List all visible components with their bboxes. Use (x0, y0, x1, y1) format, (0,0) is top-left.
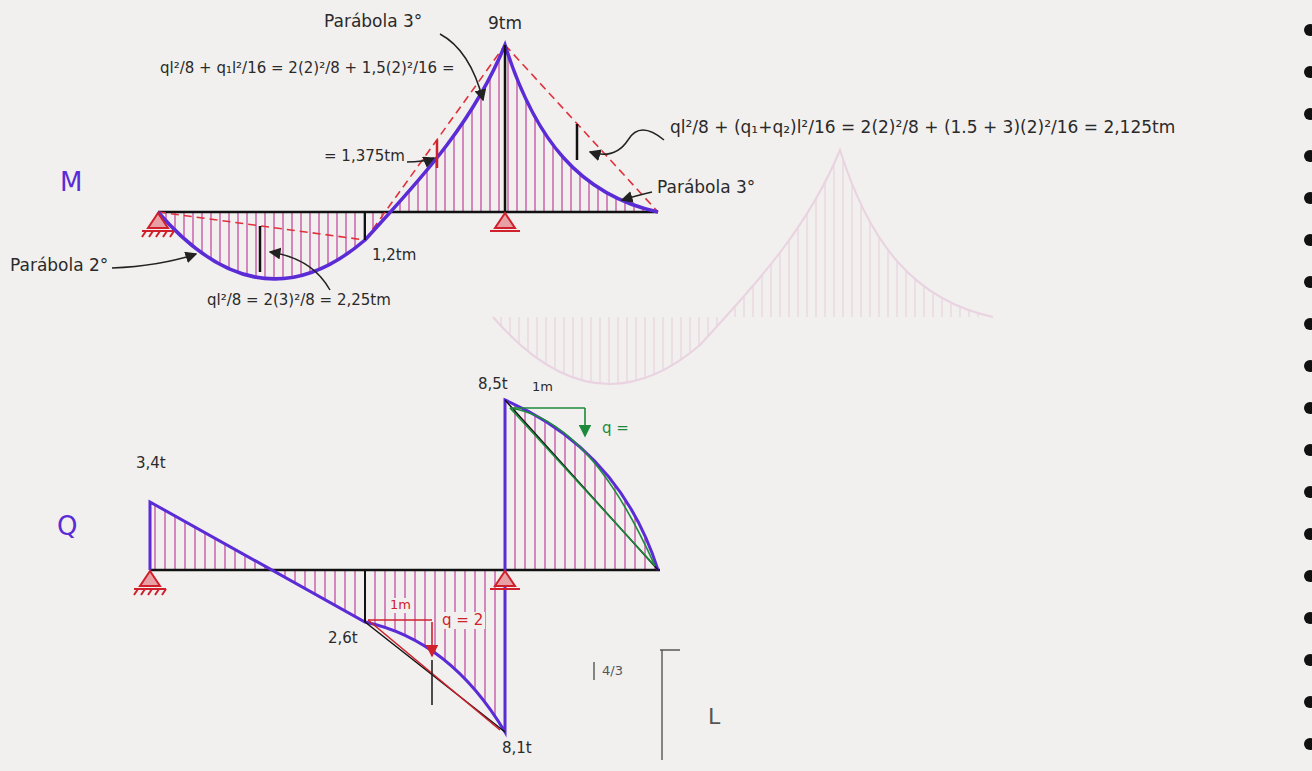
curve-note: Parábola 3° (655, 178, 757, 198)
pin-support (142, 213, 520, 237)
moment-value: = 1,375tm (322, 148, 407, 165)
ordinate (364, 212, 366, 240)
shear-chords (365, 400, 658, 732)
cubic-sag (436, 140, 439, 168)
shear-hatch (150, 502, 505, 732)
formula: ql²/8 + (q₁+q₂)l²/16 = 2(2)²/8 + (1.5 + … (668, 118, 1177, 138)
formula: ql²/8 + q₁l²/16 = 2(2)²/8 + 1,5(2)²/16 = (158, 60, 456, 77)
load-sketch (368, 620, 500, 730)
shear-value: 2,6t (326, 630, 360, 647)
leader-lines (112, 34, 664, 290)
moment-hatch (158, 45, 658, 279)
formula: ql²/8 = 2(3)²/8 = 2,25tm (205, 292, 393, 309)
load-note: q = (600, 420, 631, 437)
parabola-sag (259, 226, 262, 272)
moment-value: 9tm (486, 14, 524, 34)
beam-axis (150, 569, 660, 572)
beam-axis (158, 211, 658, 214)
shear-curve (150, 400, 658, 732)
diagram-title: Q (55, 512, 79, 542)
curve-note: Parábola 3° (322, 12, 424, 32)
diagram-title: M (58, 168, 84, 198)
shear-value: 8,5t (476, 376, 510, 393)
scribble-note: L (706, 704, 722, 729)
chord-lines (158, 45, 658, 240)
length-note: 1m (388, 598, 413, 613)
cubic-sag (576, 124, 579, 160)
moment-curve (158, 45, 658, 279)
max-moment-line (504, 45, 507, 212)
pin-support (134, 571, 520, 595)
moment-value: 1,2tm (370, 247, 418, 264)
curve-note: Parábola 2° (8, 256, 110, 276)
load-sketch (510, 408, 655, 566)
shear-hatch (505, 400, 658, 570)
load-note: q = 2 (440, 612, 485, 629)
length-note: 1m (530, 380, 555, 395)
notebook-holes (1304, 24, 1312, 750)
scribble-note: 4/3 (600, 664, 625, 679)
shear-value: 8,1t (500, 740, 534, 757)
shear-value: 3,4t (134, 455, 168, 472)
scribble (594, 650, 680, 760)
